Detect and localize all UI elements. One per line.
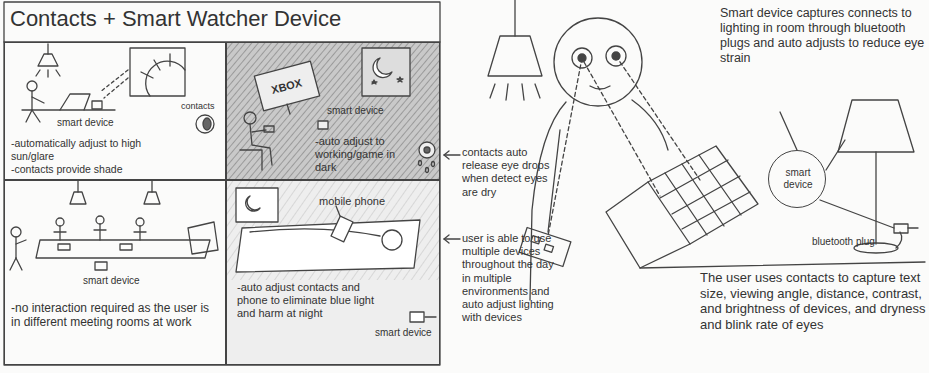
panel-note: -auto adjust contacts and phone to elimi…	[237, 281, 379, 321]
panel-note: -contacts provide shade	[11, 163, 171, 176]
arrow-head	[444, 235, 449, 243]
story-panel: smart device contacts -automatically adjus…	[4, 42, 226, 180]
panel-shade	[226, 42, 440, 180]
annotation-note: bluetooth plug	[812, 236, 892, 248]
arrow-head	[444, 151, 449, 159]
leader-arrow	[444, 154, 460, 155]
panel-note: XBOX	[270, 74, 312, 97]
story-panel: XBOX smart device -auto adjust to working/…	[226, 42, 440, 180]
panel-note: contacts	[181, 101, 227, 112]
night-scene	[236, 188, 436, 322]
story-panel: mobile phone smart device -auto adjust con…	[226, 180, 440, 365]
annotation-note: contacts auto release eye drops when det…	[462, 146, 558, 199]
panel-note: smart device	[375, 327, 437, 339]
user-scene	[488, 0, 925, 300]
panel-shade	[226, 180, 440, 365]
sketch-title: Contacts + Smart Watcher Device	[10, 6, 435, 32]
story-panel: smart device -no interaction required as …	[4, 180, 226, 365]
panel-hatch	[226, 42, 440, 180]
sun-scene	[22, 44, 214, 133]
frame	[4, 2, 440, 365]
device-label: smart device	[773, 167, 823, 191]
panel-note: -auto adjust to working/game in dark	[315, 135, 415, 175]
device-circle: smart device	[768, 150, 826, 208]
annotation-note: Smart device captures connects to lighti…	[720, 6, 925, 66]
panel-hatch	[226, 180, 440, 280]
panel-note: smart device	[57, 117, 137, 129]
annotation-note: The user uses contacts to capture text s…	[700, 270, 926, 332]
panel-note: smart device	[83, 275, 163, 287]
leader-arrow	[444, 238, 460, 239]
annotation-note: user is able to use multiple devices thr…	[462, 232, 554, 324]
panel-note: -no interaction required as the user is …	[11, 301, 216, 330]
panel-note: -automatically adjust to high sun/glare	[11, 137, 176, 162]
meeting-scene	[10, 181, 218, 270]
panel-note: smart device	[327, 105, 407, 117]
panel-note: mobile phone	[319, 195, 409, 208]
